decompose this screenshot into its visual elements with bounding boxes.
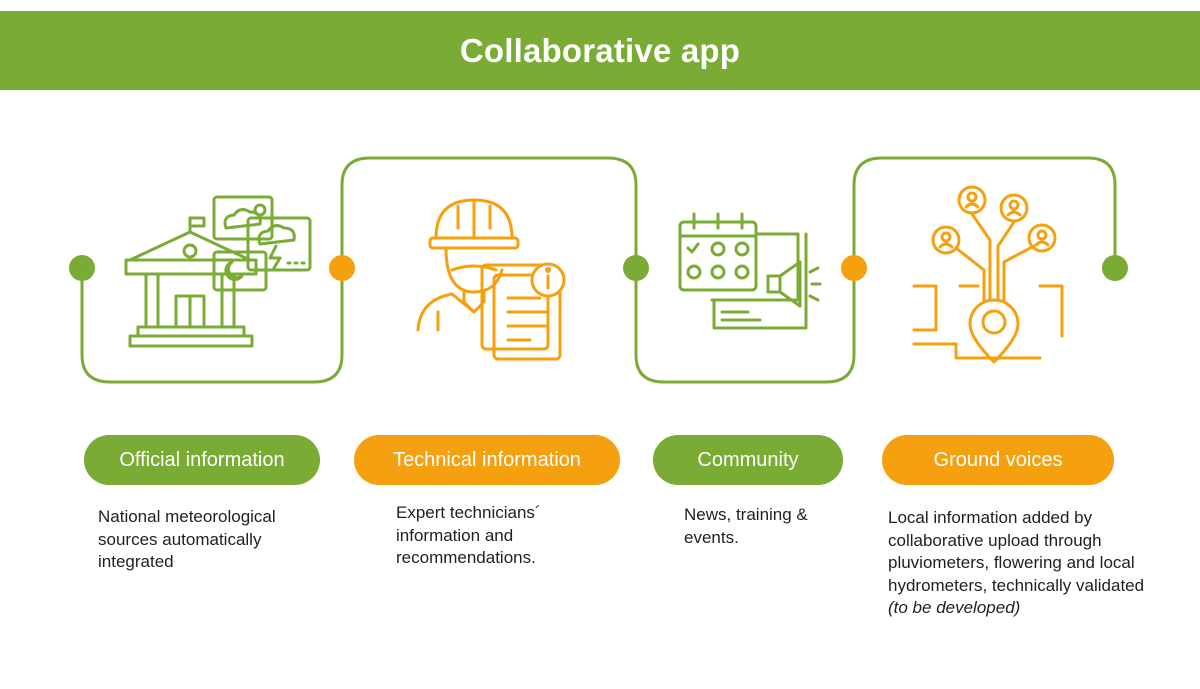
label-community: Community (653, 435, 843, 485)
flow-dot-green (1102, 255, 1128, 281)
pill-text: Technical information (393, 448, 581, 471)
label-official-information: Official information (84, 435, 320, 485)
calendar-newspaper-megaphone-icon (678, 212, 822, 330)
description-text: Local information added by collaborative… (888, 508, 1145, 595)
description-community: News, training & events. (684, 504, 824, 549)
flow-dot-green (623, 255, 649, 281)
engineer-document-info-icon (416, 198, 566, 361)
map-pin-people-network-icon (912, 185, 1064, 364)
description-ground-voices: Local information added by collaborative… (888, 507, 1148, 620)
label-ground-voices: Ground voices (882, 435, 1114, 485)
flow-dot-orange (841, 255, 867, 281)
description-text: Expert technicians´ information and reco… (396, 503, 541, 567)
description-text: National meteorological sources automati… (98, 507, 276, 571)
description-text: News, training & events. (684, 505, 808, 547)
government-building-weather-icon (124, 195, 312, 348)
label-technical-information: Technical information (354, 435, 620, 485)
description-official-information: National meteorological sources automati… (98, 506, 328, 574)
pill-text: Community (697, 448, 799, 471)
title-banner: Collaborative app (0, 11, 1200, 90)
page-title: Collaborative app (459, 31, 741, 69)
pill-text: Official information (119, 448, 285, 471)
flow-dot-green (69, 255, 95, 281)
description-technical-information: Expert technicians´ information and reco… (396, 502, 596, 570)
flow-connector-path (80, 156, 1117, 384)
pill-text: Ground voices (933, 448, 1063, 471)
flow-dot-orange (329, 255, 355, 281)
description-note: (to be developed) (888, 598, 1021, 617)
